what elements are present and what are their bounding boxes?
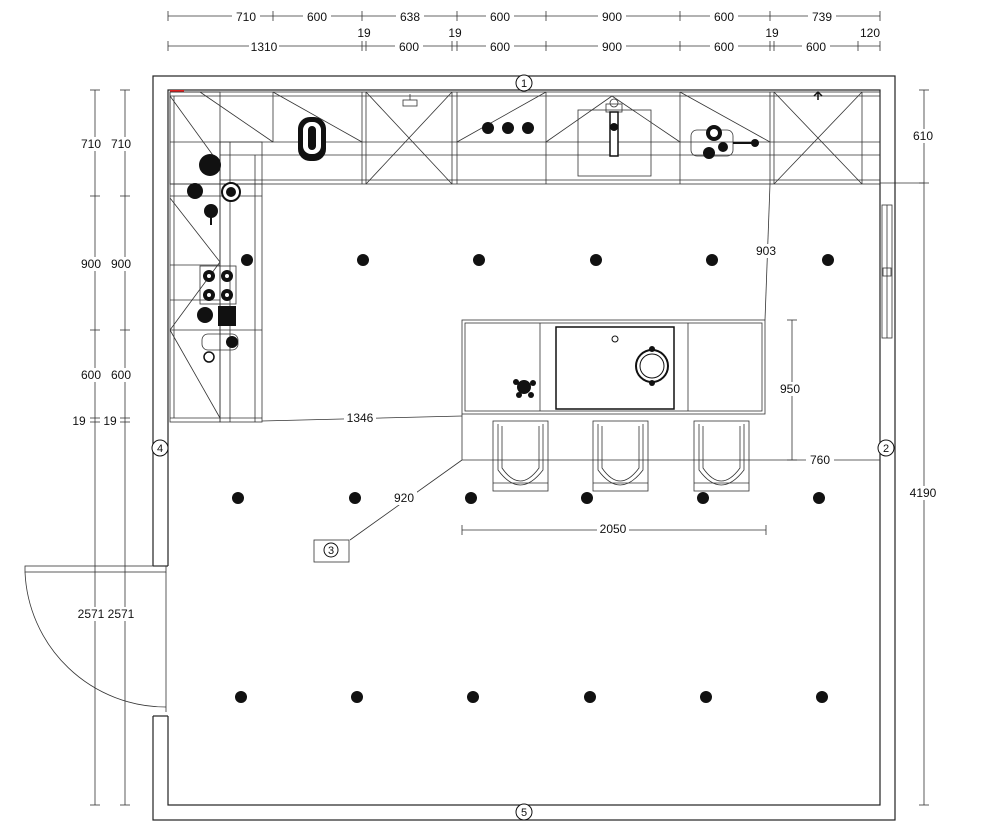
ceiling-light-icon (465, 492, 477, 504)
ceiling-light-icon (813, 492, 825, 504)
left-dim-inner-2: 900 (111, 257, 131, 271)
door-swing-icon (24, 565, 167, 712)
toaster-icon (201, 333, 239, 363)
cooktop-icon (482, 122, 534, 134)
wall-marker-5: 5 (515, 803, 533, 821)
ceiling-light-icon (235, 691, 247, 703)
left-dim-inner-3: 600 (111, 368, 131, 382)
top-dim-5: 900 (602, 10, 622, 24)
tap-icon (402, 94, 418, 107)
top-dim-b3: 600 (399, 40, 419, 54)
wall-marker-4: 4 (151, 439, 169, 457)
ceiling-lights (232, 254, 834, 703)
top-dimension-row-2: 1310 19 600 19 600 900 600 19 600 120 (167, 26, 881, 54)
left-dim-3: 600 (81, 368, 101, 382)
top-dim-3: 638 (400, 10, 420, 24)
top-counter-run (169, 90, 881, 185)
svg-text:5: 5 (521, 807, 527, 819)
left-dimension-outer: 710 900 600 19 2571 (68, 89, 106, 806)
dim-950: 950 (780, 382, 800, 396)
island-plant-icon (513, 379, 536, 398)
top-dim-b4: 19 (448, 26, 462, 40)
ceiling-light-icon (697, 492, 709, 504)
bar-stool-icon (592, 420, 649, 492)
ceiling-light-icon (590, 254, 602, 266)
cooktop-left-icon (197, 265, 237, 326)
top-dim-b1: 1310 (251, 40, 278, 54)
wall-marker-3: 3 (313, 539, 350, 563)
left-dim-4: 19 (72, 414, 86, 428)
ceiling-light-icon (700, 691, 712, 703)
dim-1346: 1346 (347, 411, 374, 425)
top-dim-b5: 600 (490, 40, 510, 54)
bar-stool-icon (693, 420, 750, 492)
ceiling-light-icon (822, 254, 834, 266)
top-dim-b6: 900 (602, 40, 622, 54)
top-dim-b8: 19 (765, 26, 779, 40)
left-dim-1: 710 (81, 137, 101, 151)
left-dim-5: 2571 (78, 607, 105, 621)
dim-2050: 2050 (600, 522, 627, 536)
top-dim-b7: 600 (714, 40, 734, 54)
left-dim-inner-5: 2571 (108, 607, 135, 621)
ceiling-light-icon (581, 492, 593, 504)
pan-icon (690, 125, 759, 159)
dim-903: 903 (756, 244, 776, 258)
right-dim-1: 610 (913, 129, 933, 143)
ceiling-light-icon (473, 254, 485, 266)
ceiling-light-icon (241, 254, 253, 266)
blender-icon (187, 154, 241, 225)
top-dim-7: 739 (812, 10, 832, 24)
left-dim-inner-4: 19 (103, 414, 117, 428)
dim-760: 760 (810, 453, 830, 467)
svg-text:4: 4 (157, 443, 163, 455)
ceiling-light-icon (349, 492, 361, 504)
svg-text:1: 1 (521, 78, 527, 90)
top-dim-6: 600 (714, 10, 734, 24)
bar-stool-icon (492, 420, 549, 492)
plant-icon (813, 90, 823, 100)
wall-marker-1: 1 (515, 74, 533, 92)
top-dimension-row-1: 710 600 638 600 900 600 739 (167, 9, 881, 24)
top-dim-b2: 19 (357, 26, 371, 40)
left-dim-inner-1: 710 (111, 137, 131, 151)
interior-dimensions: 1346 950 760 2050 920 903 (261, 183, 880, 541)
oven-icon (298, 117, 326, 161)
ceiling-light-icon (232, 492, 244, 504)
top-dim-4: 600 (490, 10, 510, 24)
left-dimension-inner: 710 900 600 19 2571 (100, 89, 136, 806)
ceiling-light-icon (351, 691, 363, 703)
sink-icon (577, 98, 652, 177)
svg-text:3: 3 (328, 545, 334, 557)
wall-marker-2: 2 (877, 439, 895, 457)
ceiling-light-icon (706, 254, 718, 266)
top-dim-2: 600 (307, 10, 327, 24)
right-dim-2: 4190 (910, 486, 937, 500)
top-dim-b9: 600 (806, 40, 826, 54)
svg-text:2: 2 (883, 443, 889, 455)
right-dimension: 610 4190 (880, 89, 938, 806)
ceiling-light-icon (816, 691, 828, 703)
dim-920: 920 (394, 491, 414, 505)
ceiling-light-icon (584, 691, 596, 703)
top-dim-1: 710 (236, 10, 256, 24)
ceiling-light-icon (467, 691, 479, 703)
top-dim-b10: 120 (860, 26, 880, 40)
pot-icon (611, 335, 669, 386)
left-dim-2: 900 (81, 257, 101, 271)
ceiling-light-icon (357, 254, 369, 266)
